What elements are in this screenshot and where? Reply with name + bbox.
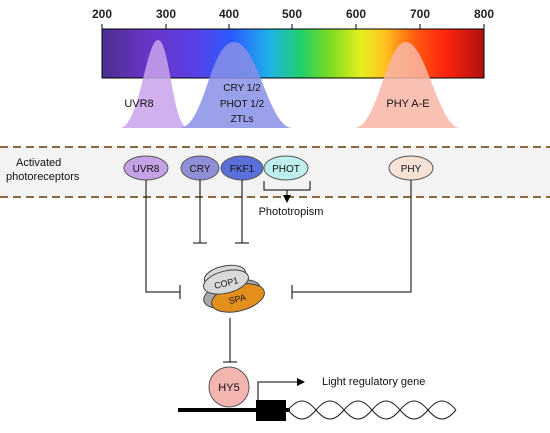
light-regulatory-gene-label: Light regulatory gene bbox=[322, 376, 425, 388]
phot-receptor bbox=[263, 155, 309, 181]
uvr8-receptor-label: UVR8 bbox=[133, 164, 160, 175]
spectrum-tick-marks bbox=[101, 24, 485, 30]
tick-700: 700 bbox=[410, 7, 430, 21]
tick-500: 500 bbox=[282, 7, 302, 21]
phototropism-label: Phototropism bbox=[259, 206, 324, 218]
tick-600: 600 bbox=[346, 7, 366, 21]
phy-peak-label: PHY A-E bbox=[386, 98, 429, 110]
promoter-box bbox=[256, 400, 286, 421]
phot-peak-label: PHOT 1/2 bbox=[220, 99, 265, 110]
tick-800: 800 bbox=[474, 7, 494, 21]
hy5-label: HY5 bbox=[218, 382, 239, 394]
inhibition-lines bbox=[145, 180, 412, 363]
uvr8-inhibition-line bbox=[145, 180, 180, 293]
ztls-peak-label: ZTLs bbox=[231, 114, 254, 125]
transcription-start-arrow bbox=[257, 378, 305, 400]
tick-400: 400 bbox=[219, 7, 239, 21]
phy-inhibition-line bbox=[292, 180, 412, 293]
phy-receptor-label: PHY bbox=[401, 164, 422, 175]
dna-helix-strand-b bbox=[287, 400, 457, 420]
cry-receptor-label: CRY bbox=[190, 164, 211, 175]
phot-receptor-label: PHOT bbox=[272, 164, 300, 175]
cry-peak-label: CRY 1/2 bbox=[223, 83, 261, 94]
cry-phot-absorption-peak bbox=[180, 42, 292, 128]
fkf1-receptor-label: FKF1 bbox=[230, 164, 255, 175]
spectrum-ticks: 200 300 400 500 600 700 800 bbox=[92, 7, 494, 21]
cop1-spa-complex: COP1 SPA bbox=[203, 264, 265, 313]
band-label-line1: Activated bbox=[16, 157, 61, 169]
tick-300: 300 bbox=[156, 7, 176, 21]
phy-absorption-peak bbox=[355, 42, 460, 128]
band-label-line2: photoreceptors bbox=[6, 171, 80, 183]
spa-label: SPA bbox=[228, 292, 247, 306]
cop1-protein bbox=[203, 269, 249, 295]
uvr8-peak-label: UVR8 bbox=[124, 98, 153, 110]
tick-200: 200 bbox=[92, 7, 112, 21]
hy5-protein bbox=[208, 366, 250, 408]
uvr8-absorption-peak bbox=[120, 40, 188, 128]
